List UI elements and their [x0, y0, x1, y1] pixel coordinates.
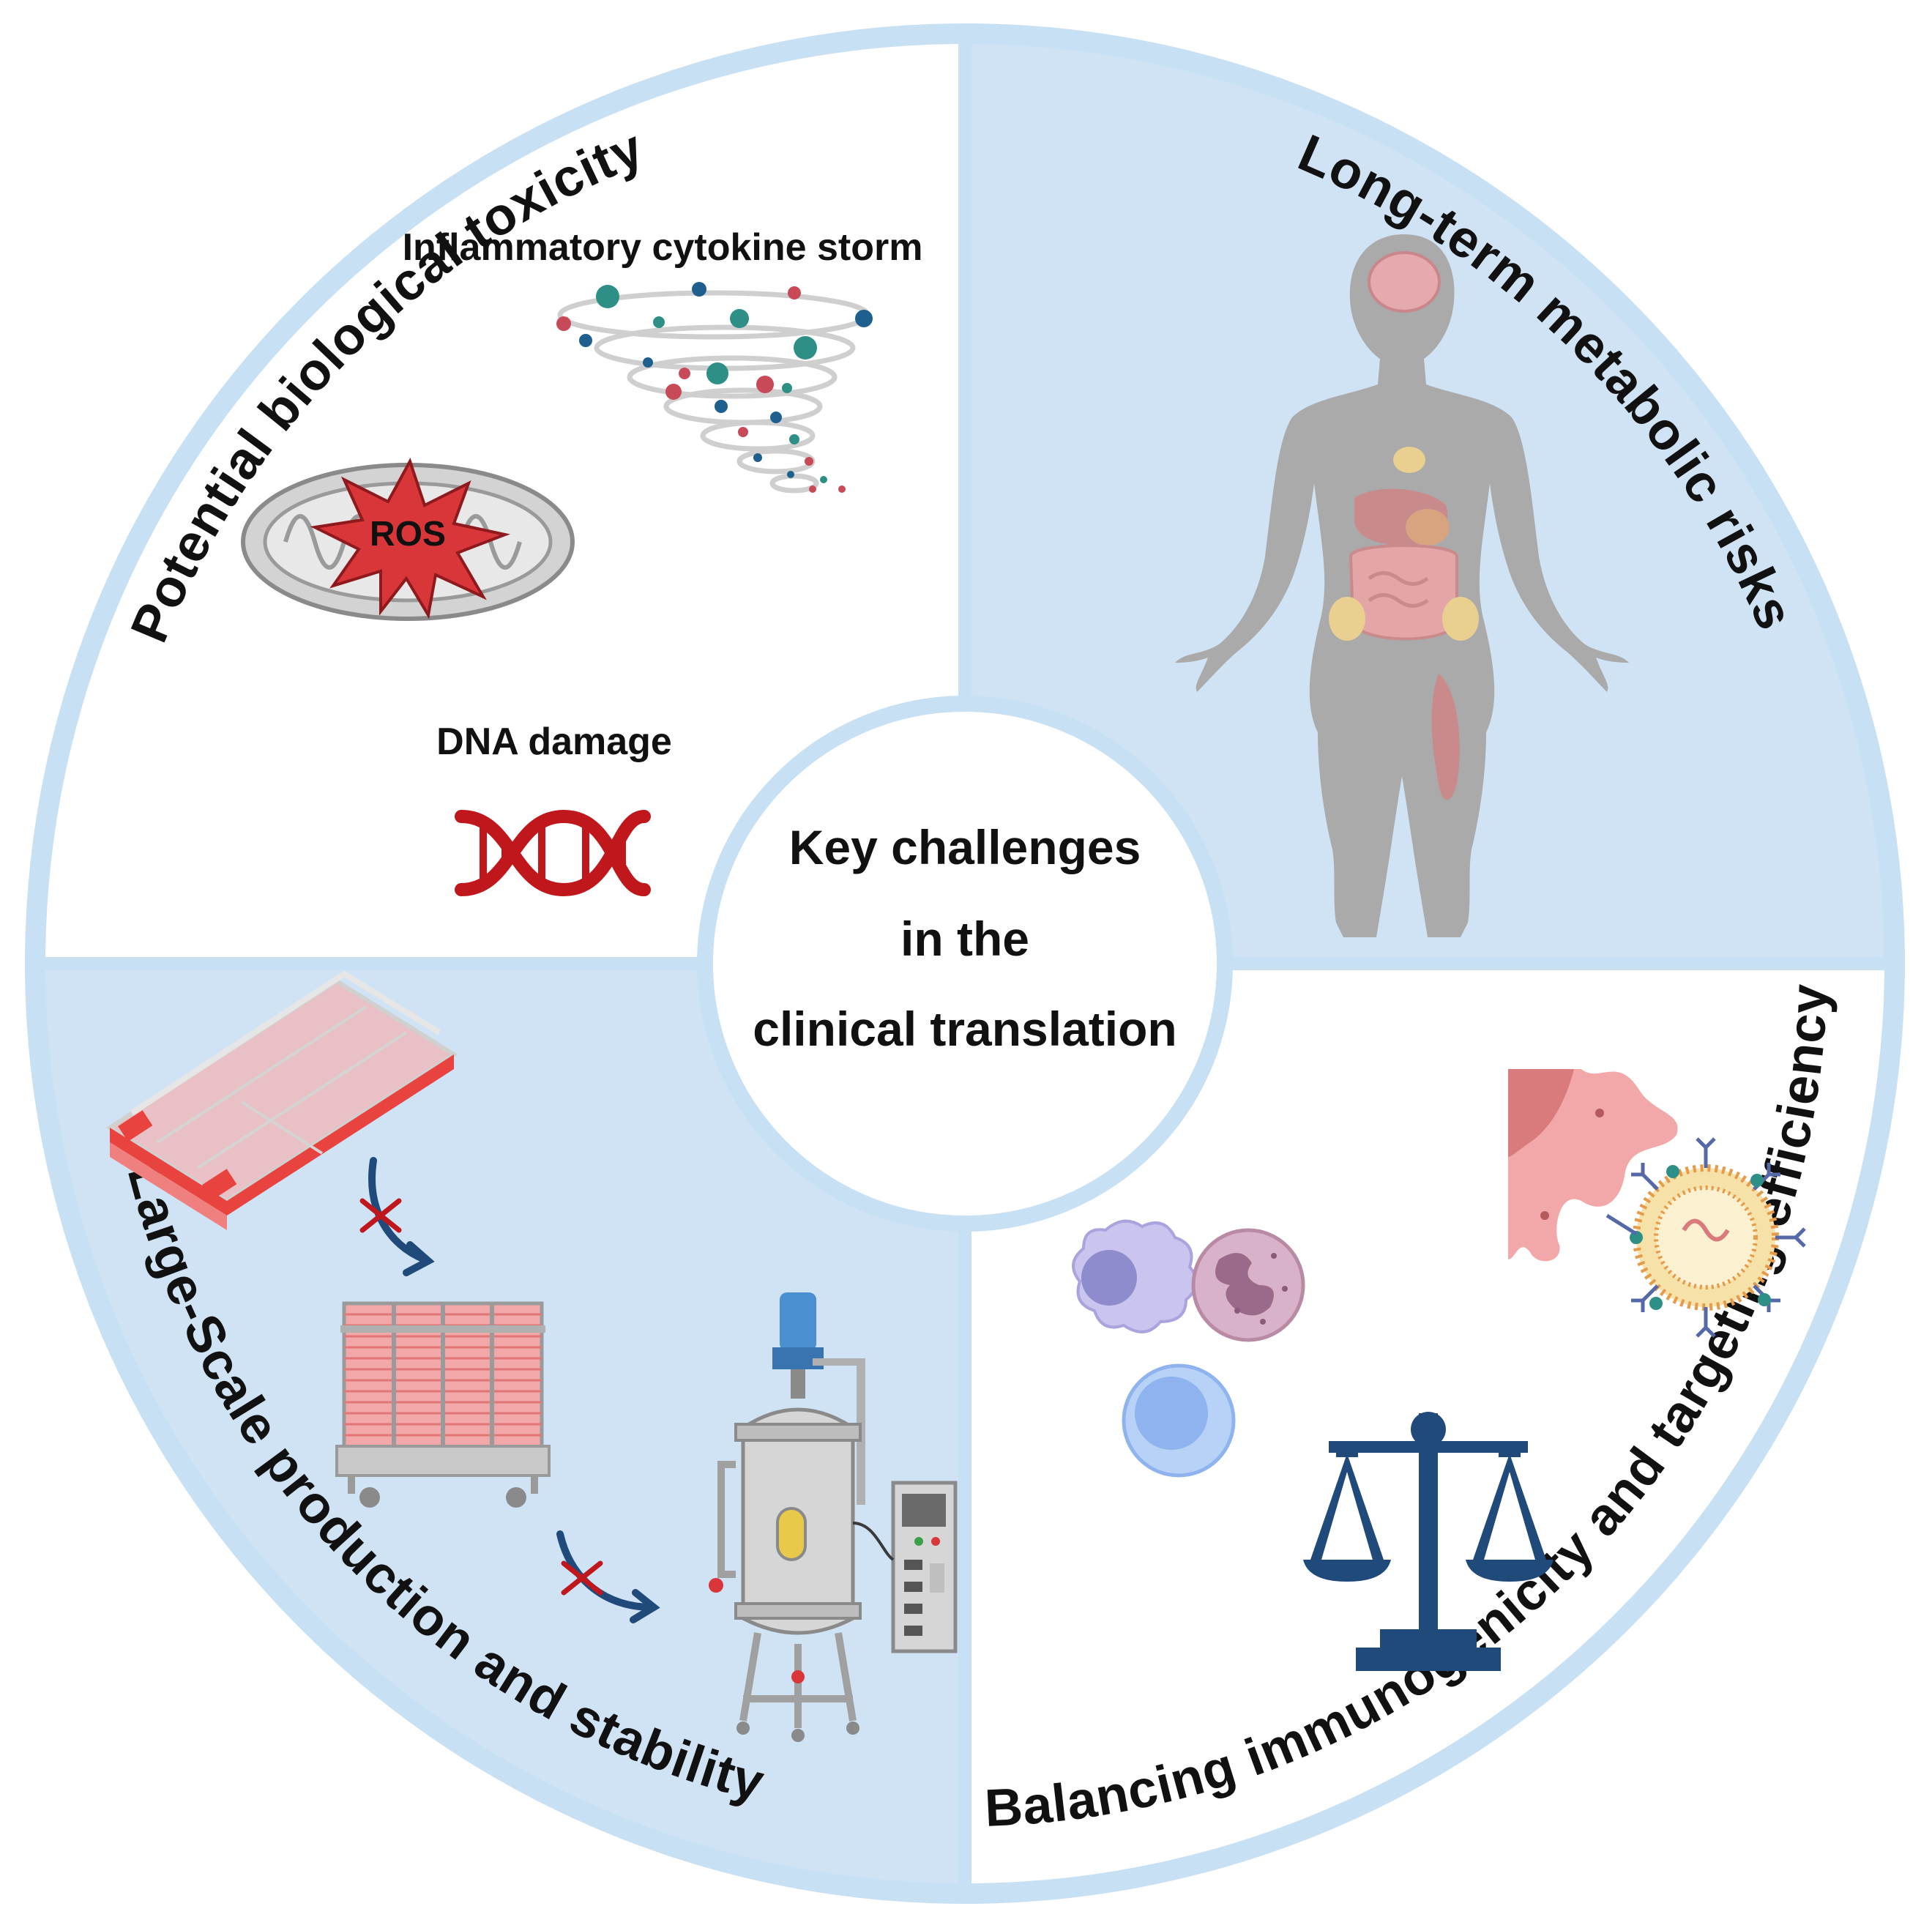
- ros-burst-icon: [310, 458, 510, 619]
- center-circle: [697, 696, 1233, 1232]
- center-title-line-3: clinical translation: [753, 1002, 1177, 1056]
- neutrophil-icon: [1191, 1228, 1305, 1342]
- ros-label: ROS: [370, 515, 446, 554]
- arrow-to-bioreactor: [556, 1530, 660, 1623]
- mitochondrion-icon: ROS: [241, 458, 575, 621]
- cytokine-storm-label: Inflammatory cytokine storm: [403, 226, 923, 269]
- cell-factory-stack-icon: [335, 1301, 551, 1508]
- bioreactor-icon: [709, 1292, 958, 1742]
- tumor-cell-icon: [1508, 1069, 1678, 1262]
- nanoparticle-icon: [1605, 1137, 1806, 1338]
- macrophage-icon: [1072, 1219, 1198, 1333]
- cell-culture-flask-icon: [105, 970, 458, 1230]
- cytokine-storm-icon: [556, 282, 873, 494]
- arrow-to-cell-factory: [359, 1157, 435, 1276]
- balance-scale-icon: [1303, 1412, 1554, 1671]
- blocked-x-icon: [359, 1198, 402, 1233]
- blocked-x-icon: [561, 1560, 603, 1596]
- immune-cells-icon: [1072, 1219, 1305, 1478]
- center-title-line-2: in the: [900, 912, 1029, 966]
- dna-damage-label: DNA damage: [436, 721, 672, 763]
- human-body-icon: [1175, 234, 1629, 937]
- center-title-line-1: Key challenges: [789, 820, 1141, 874]
- outer-ring: [25, 23, 1905, 1904]
- lymphocyte-icon: [1122, 1363, 1236, 1478]
- dna-helix-icon: [455, 809, 651, 897]
